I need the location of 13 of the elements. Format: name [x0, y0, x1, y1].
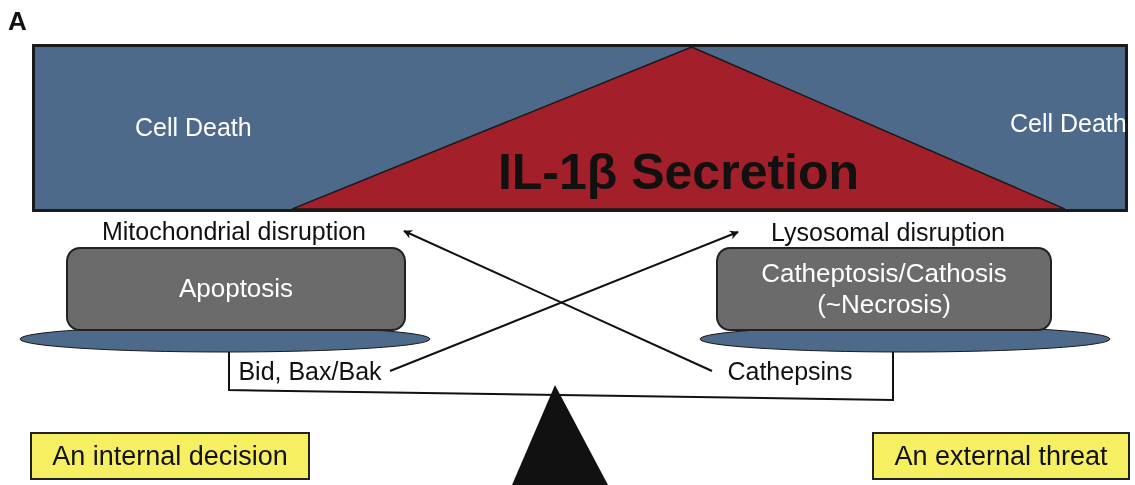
- panel-letter: A: [8, 6, 27, 37]
- node-label: Bid, Bax/Bak: [234, 354, 386, 388]
- death-mode-box: Apoptosis: [66, 247, 406, 331]
- band-label: Cell Death: [135, 113, 252, 142]
- node-label: Cathepsins: [716, 354, 864, 388]
- note-box: An external threat: [872, 432, 1130, 480]
- death-mode-box: Catheptosis/Cathosis (~Necrosis): [716, 247, 1052, 331]
- triangle-label: IL-1β Secretion: [496, 143, 861, 201]
- node-label: Mitochondrial disruption: [68, 215, 400, 247]
- band-label: Cell Death: [1010, 109, 1127, 138]
- outcome-band: [32, 44, 1128, 212]
- node-label: Lysosomal disruption: [742, 216, 1034, 248]
- note-box: An internal decision: [30, 432, 310, 480]
